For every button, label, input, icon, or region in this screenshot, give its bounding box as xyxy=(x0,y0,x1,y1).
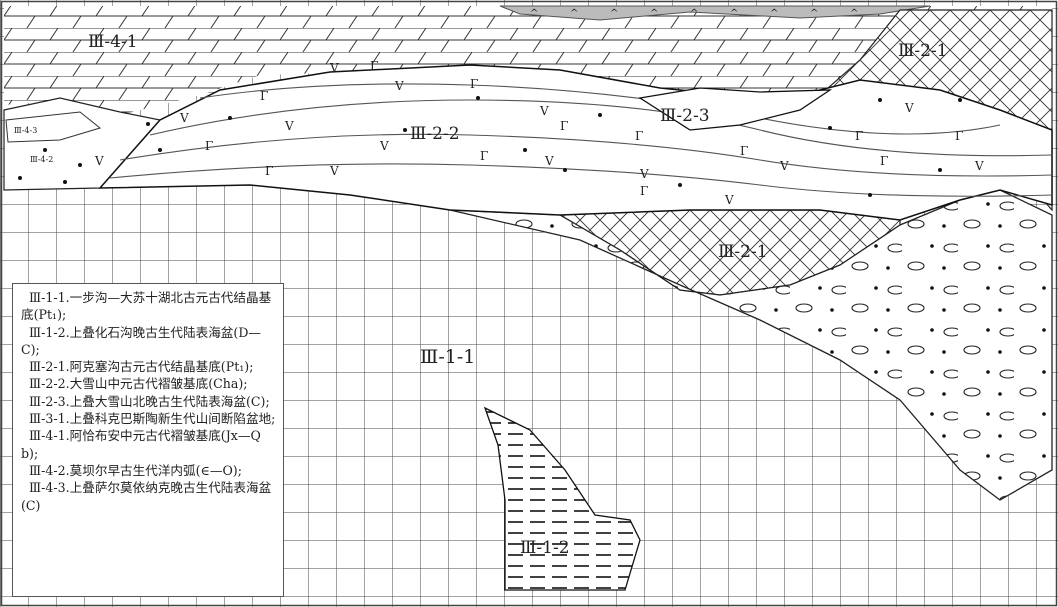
label-iii-2-2: Ⅲ-2-2 xyxy=(410,124,460,144)
legend-item: Ⅲ-1-1.一步沟—大苏十湖北古元古代结晶基底(Pt₁); xyxy=(21,290,272,323)
volcanic-cap xyxy=(499,5,931,21)
svg-text:V: V xyxy=(724,193,734,207)
unit-iii-2-2-area xyxy=(98,64,1053,221)
svg-text:Γ: Γ xyxy=(265,164,273,178)
svg-text:Γ: Γ xyxy=(855,129,863,143)
legend-item: Ⅲ-4-2.莫坝尔早古生代洋内弧(∈—O); xyxy=(29,462,242,478)
legend-item: Ⅲ-2-2.大雪山中元古代褶皱基底(Cha); xyxy=(29,376,248,392)
svg-text:V: V xyxy=(284,119,294,133)
svg-text:V: V xyxy=(379,139,389,153)
svg-text:Γ: Γ xyxy=(635,129,643,143)
legend-item: Ⅲ-2-1.阿克塞沟古元古代结晶基底(Pt₁); xyxy=(29,359,254,375)
svg-text:^: ^ xyxy=(530,8,538,19)
svg-text:Γ: Γ xyxy=(740,144,748,158)
svg-text:V: V xyxy=(974,159,984,173)
svg-text:V: V xyxy=(544,154,554,168)
svg-text:Γ: Γ xyxy=(880,154,888,168)
svg-text:Γ: Γ xyxy=(480,149,488,163)
svg-text:^: ^ xyxy=(810,8,818,19)
svg-text:Γ: Γ xyxy=(470,77,478,91)
svg-text:Γ: Γ xyxy=(640,184,648,198)
svg-text:^: ^ xyxy=(610,8,618,19)
label-iii-1-1: Ⅲ-1-1 xyxy=(420,346,475,368)
banding-lines xyxy=(109,83,1053,197)
svg-text:^: ^ xyxy=(650,8,658,19)
legend-item: Ⅲ-1-2.上叠化石沟晚古生代陆表海盆(D—C); xyxy=(21,324,262,357)
svg-text:V: V xyxy=(394,79,404,93)
legend-item: Ⅲ-4-1.阿恰布安中元古代褶皱基底(Jx—Qb); xyxy=(21,428,261,461)
legend-item: Ⅲ-3-1.上叠科克巴斯陶新生代山间断陷盆地; xyxy=(29,411,276,427)
svg-text:V: V xyxy=(329,61,339,75)
svg-text:V: V xyxy=(539,104,549,118)
svg-text:Γ: Γ xyxy=(370,59,378,73)
svg-text:^: ^ xyxy=(850,8,858,19)
unit-iii-2-3-area xyxy=(638,87,833,131)
label-iii-4-3: Ⅲ-4-3 xyxy=(14,126,37,135)
cap-symbols: ^ ^ ^ ^ ^ ^ ^ ^ ^ xyxy=(530,8,858,19)
svg-text:Γ: Γ xyxy=(260,89,268,103)
svg-text:^: ^ xyxy=(730,8,738,19)
volcanic-symbols: V V V V V V V V V V V V V V xyxy=(94,61,984,207)
legend-box: Ⅲ-1-1.一步沟—大苏十湖北古元古代结晶基底(Pt₁); Ⅲ-1-2.上叠化石… xyxy=(12,283,284,597)
svg-text:V: V xyxy=(779,159,789,173)
label-iii-4-2: Ⅲ-4-2 xyxy=(30,155,53,164)
legend-item: Ⅲ-2-3.上叠大雪山北晚古生代陆表海盆(C); xyxy=(29,393,270,409)
svg-text:Γ: Γ xyxy=(560,119,568,133)
svg-text:V: V xyxy=(639,167,649,181)
svg-text:V: V xyxy=(179,111,189,125)
svg-text:^: ^ xyxy=(570,8,578,19)
legend-item: Ⅲ-4-3.上叠萨尔莫依纳克晚古生代陆表海盆(C) xyxy=(21,480,272,513)
unit-iii-4-3-area xyxy=(5,111,102,143)
dot-symbols xyxy=(18,96,962,197)
label-iii-2-1-top: Ⅲ-2-1 xyxy=(898,41,948,61)
label-iii-4-1: Ⅲ-4-1 xyxy=(88,32,138,52)
label-iii-1-2: Ⅲ-1-2 xyxy=(520,538,570,558)
svg-text:V: V xyxy=(329,164,339,178)
svg-text:Γ: Γ xyxy=(955,129,963,143)
svg-text:Γ: Γ xyxy=(205,139,213,153)
svg-text:^: ^ xyxy=(770,8,778,19)
label-iii-2-1-mid: Ⅲ-2-1 xyxy=(718,242,768,262)
svg-text:V: V xyxy=(94,154,104,168)
svg-text:^: ^ xyxy=(690,8,698,19)
svg-text:V: V xyxy=(904,101,914,115)
flag-symbols: Γ Γ Γ Γ Γ Γ Γ Γ Γ Γ Γ Γ Γ xyxy=(205,59,963,198)
label-iii-2-3: Ⅲ-2-3 xyxy=(660,106,710,126)
